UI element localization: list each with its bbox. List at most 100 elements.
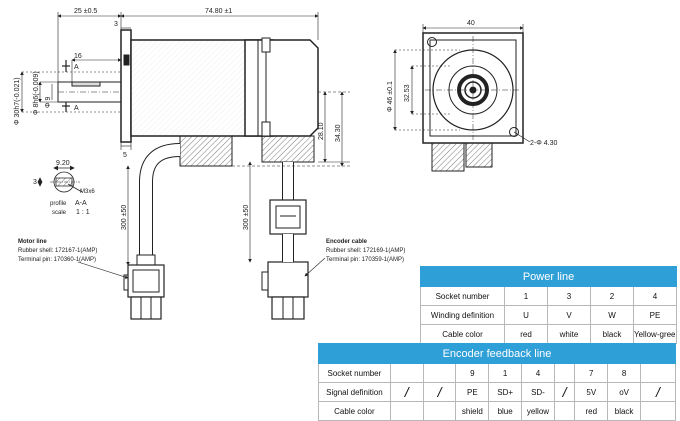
table-cell: 4 [632, 286, 678, 306]
encoder-cable-shell: Rubber shell: 172169-1(AMP) [326, 248, 405, 254]
dim-3253: 32.53 [404, 84, 411, 102]
table-cell: blue [488, 401, 523, 421]
dim-25: 25 ±0.5 [74, 8, 97, 15]
table-cell: red [574, 401, 609, 421]
dim-bore-diameter: Φ 8h6(-0.009) [33, 71, 40, 115]
scale-value: 1 : 1 [76, 209, 90, 216]
motor-plug [123, 264, 165, 320]
power-table-title: Power line [419, 266, 678, 287]
row-label: Cable color [318, 401, 391, 421]
front-connector-left [431, 142, 465, 172]
table-cell: / [389, 382, 424, 402]
table-cell: / [640, 382, 676, 402]
dim-7480: 74.80 ±1 [205, 8, 232, 15]
row-label: Socket number [420, 286, 505, 306]
table-row: Winding definition U V W PE [420, 305, 678, 325]
front-view [422, 32, 524, 172]
dim-5: 5 [123, 152, 127, 159]
dim-holes: 2-Φ 4.30 [530, 140, 557, 147]
table-cell: U [504, 305, 548, 325]
table-cell: Yellow-green [632, 324, 678, 344]
dim-2810: 28.10 [318, 122, 325, 140]
table-row: Cable color red white black Yellow-green [420, 324, 678, 344]
table-cell [640, 363, 676, 383]
table-cell: / [422, 382, 457, 402]
table-cell: yellow [521, 401, 555, 421]
dim-3-profile: 3 [33, 179, 37, 186]
front-connector-right [465, 142, 493, 168]
dim-3: 3 [114, 21, 118, 28]
table-cell: white [547, 324, 591, 344]
encoder-cap [244, 39, 319, 137]
row-label: Winding definition [420, 305, 505, 325]
table-cell: shield [455, 401, 490, 421]
dim-300-motor: 300 ±50 [121, 205, 128, 230]
motor-line-title: Motor line [18, 239, 47, 245]
profile-aa: A-A [75, 200, 87, 207]
power-line-table: Power line Socket number 1 3 2 4 Winding… [419, 266, 678, 344]
row-label: Socket number [318, 363, 391, 383]
table-cell: V [547, 305, 591, 325]
side-view [57, 29, 319, 320]
profile-label: profile [50, 201, 67, 207]
table-cell: / [553, 382, 576, 402]
table-cell: black [590, 324, 634, 344]
dim-m3: M3x6 [80, 189, 95, 195]
section-a-top: A [74, 64, 79, 71]
table-cell: SD- [521, 382, 555, 402]
table-cell: 5V [574, 382, 609, 402]
table-cell: 2 [590, 286, 634, 306]
motor-connector-block [179, 135, 233, 167]
table-cell: PE [632, 305, 678, 325]
encoder-cable-title: Encoder cable [326, 239, 368, 245]
table-cell: oV [607, 382, 641, 402]
side-view-dimensions [20, 12, 350, 266]
table-cell: black [607, 401, 641, 421]
dim-16: 16 [74, 53, 82, 60]
encoder-feedback-table: Encoder feedback line Socket number 9 1 … [318, 343, 676, 421]
table-row: Signal definition / / PE SD+ SD- / 5V oV… [318, 382, 676, 402]
scale-label: scale [52, 210, 67, 216]
motor-line-shell: Rubber shell: 172167-1(AMP) [18, 248, 97, 254]
table-row: Socket number 1 3 2 4 [420, 286, 678, 306]
table-cell: 8 [607, 363, 641, 383]
table-cell: 1 [504, 286, 548, 306]
table-cell: red [504, 324, 548, 344]
row-label: Signal definition [318, 382, 391, 402]
dim-920: 9.20 [56, 160, 70, 167]
encoder-table-title: Encoder feedback line [318, 343, 676, 364]
table-cell [389, 401, 424, 421]
table-cell: PE [455, 382, 490, 402]
section-a-bottom: A [74, 105, 79, 112]
table-cell: 1 [488, 363, 523, 383]
front-view-dimensions [393, 24, 531, 143]
encoder-plug [261, 199, 309, 320]
table-cell [389, 363, 424, 383]
table-row: Socket number 9 1 4 7 8 [318, 363, 676, 383]
table-cell [422, 401, 457, 421]
encoder-connector-block [261, 135, 315, 163]
dim-46: Φ 46 ±0.1 [387, 81, 394, 112]
table-row: Cable color shield blue yellow red black [318, 401, 676, 421]
table-cell [553, 363, 576, 383]
row-label: Cable color [420, 324, 505, 344]
profile-section [37, 165, 83, 193]
table-cell: 3 [547, 286, 591, 306]
table-cell [640, 401, 676, 421]
flange [120, 29, 132, 143]
dim-300-encoder: 300 ±50 [243, 205, 250, 230]
dim-9: Φ 9 [45, 96, 52, 108]
table-cell: W [590, 305, 634, 325]
motor-line-pin: Terminal pin: 170360-1(AMP) [18, 257, 96, 263]
dim-shaft-diameter: Φ 30h7(-0.021) [14, 77, 21, 125]
dim-40: 40 [467, 20, 475, 27]
dim-3430: 34.30 [335, 124, 342, 142]
table-cell [553, 401, 576, 421]
table-cell: 4 [521, 363, 555, 383]
table-cell: 9 [455, 363, 490, 383]
table-cell: SD+ [488, 382, 523, 402]
encoder-cable-pin: Terminal pin: 170359-1(AMP) [326, 257, 404, 263]
table-cell [422, 363, 457, 383]
table-cell: 7 [574, 363, 609, 383]
